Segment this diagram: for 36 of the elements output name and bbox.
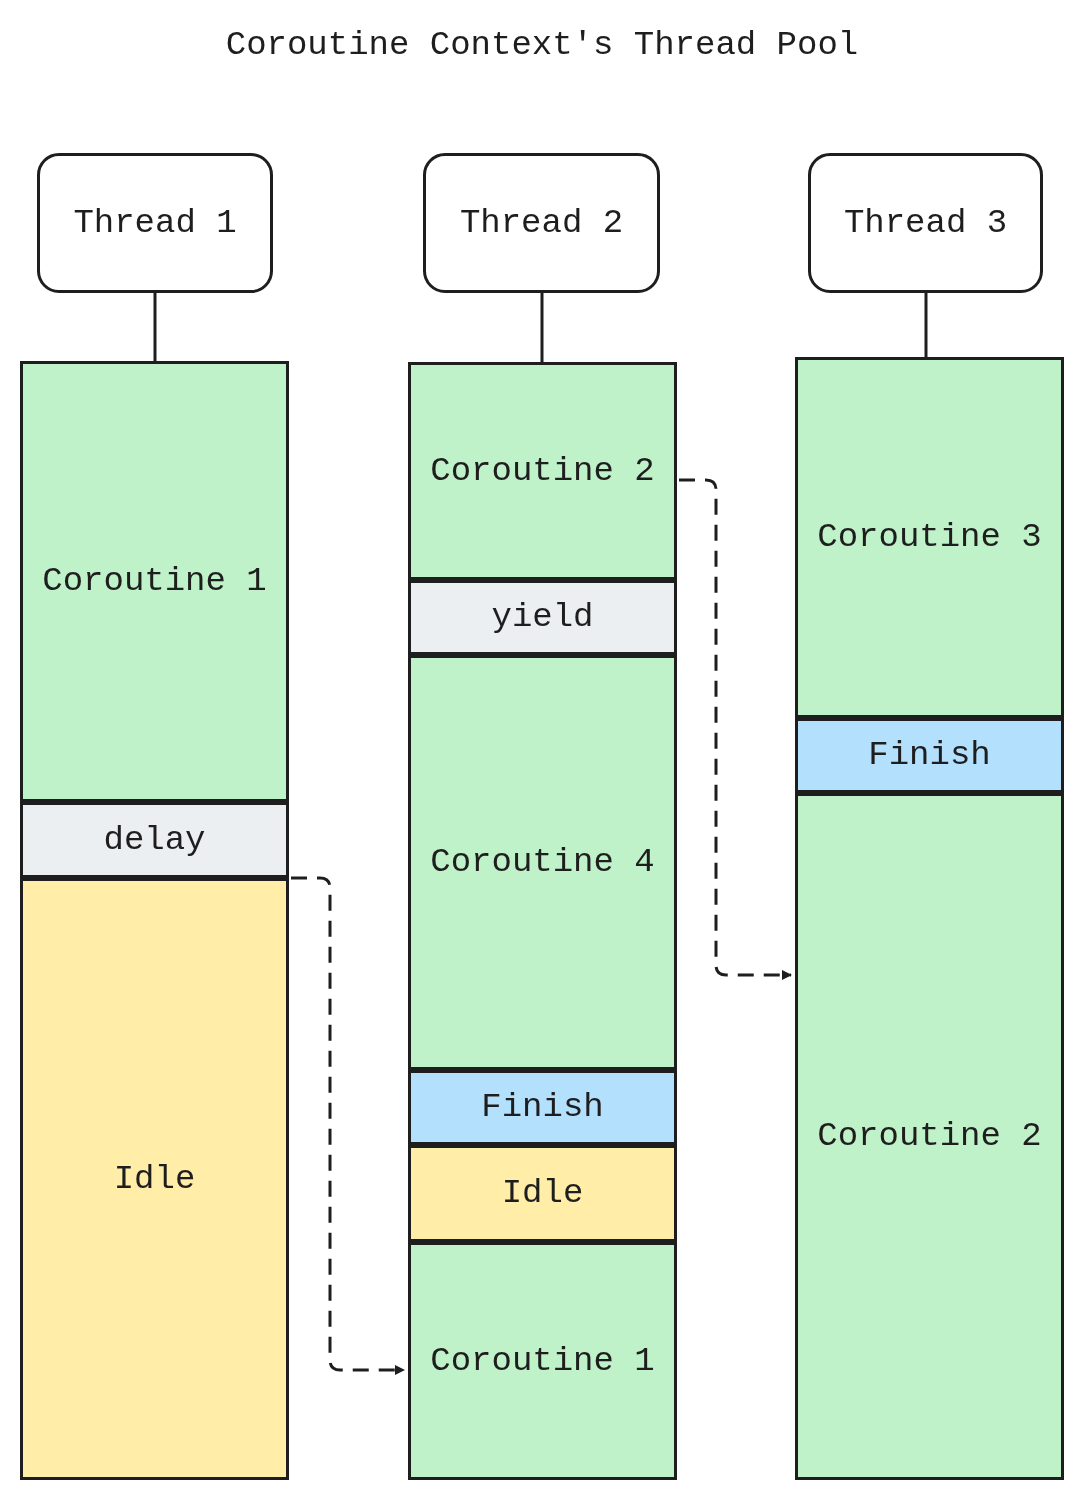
block-label: Thread 2	[459, 202, 624, 244]
coroutine-block	[408, 655, 677, 1070]
coroutine-block	[408, 1242, 677, 1480]
block-label: yield	[491, 597, 594, 639]
thread-box	[808, 153, 1043, 293]
suspend-block	[20, 802, 289, 878]
dashed-arrow	[291, 876, 405, 1375]
block-label: Coroutine 1	[42, 561, 267, 603]
coroutine-block	[795, 357, 1064, 718]
idle-block	[408, 1145, 677, 1242]
thread-box	[423, 153, 660, 293]
idle-block	[20, 878, 289, 1480]
coroutine-block	[795, 793, 1064, 1480]
block-label: delay	[103, 819, 206, 861]
suspend-block	[408, 580, 677, 655]
coroutine-block	[408, 362, 677, 580]
connector-line	[153, 293, 157, 361]
block-label: Finish	[868, 735, 991, 777]
block-label: Finish	[481, 1087, 604, 1129]
block-label: Thread 1	[73, 202, 237, 244]
block-label: Idle	[501, 1173, 584, 1215]
connector-line	[540, 293, 544, 362]
block-label: Coroutine 2	[817, 1116, 1042, 1158]
thread-box	[37, 153, 273, 293]
block-label: Idle	[113, 1158, 196, 1200]
block-label: Coroutine 3	[817, 517, 1042, 559]
finish-block	[795, 718, 1064, 793]
diagram-title: Coroutine Context's Thread Pool	[224, 25, 860, 66]
finish-block	[408, 1070, 677, 1145]
connector-line	[924, 293, 928, 357]
block-label: Coroutine 4	[430, 842, 655, 884]
block-label: Thread 3	[843, 202, 1008, 244]
block-label: Coroutine 1	[430, 1340, 655, 1382]
block-label: Coroutine 2	[430, 450, 655, 492]
coroutine-block	[20, 361, 289, 802]
dashed-arrow	[679, 478, 792, 980]
